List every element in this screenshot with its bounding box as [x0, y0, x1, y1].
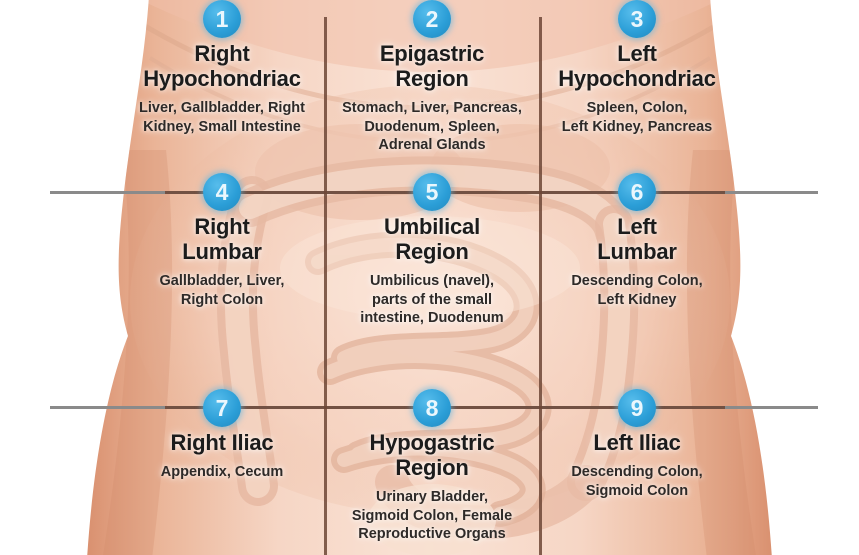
region-title: Right Hypochondriac	[97, 41, 347, 92]
region-title: Right Lumbar	[97, 214, 347, 265]
region-organs: Liver, Gallbladder, Right Kidney, Small …	[97, 99, 347, 137]
region-title: Left Lumbar	[512, 214, 762, 265]
region-organs: Descending Colon, Sigmoid Colon	[512, 463, 762, 501]
region-4-right-lumbar[interactable]: 4 Right Lumbar Gallbladder, Liver, Right…	[97, 173, 347, 309]
region-number-badge: 4	[203, 173, 241, 211]
region-title: Umbilical Region	[307, 214, 557, 265]
region-title: Right Iliac	[97, 430, 347, 456]
region-number-badge: 7	[203, 389, 241, 427]
region-organs: Spleen, Colon, Left Kidney, Pancreas	[512, 99, 762, 137]
region-number-badge: 1	[203, 0, 241, 38]
region-3-left-hypochondriac[interactable]: 3 Left Hypochondriac Spleen, Colon, Left…	[512, 0, 762, 136]
region-organs-line-1: Spleen, Colon,	[586, 99, 688, 116]
region-9-left-iliac[interactable]: 9 Left Iliac Descending Colon, Sigmoid C…	[512, 389, 762, 501]
region-title-line-2: Lumbar	[597, 238, 677, 264]
region-title-line-2: Region	[395, 65, 469, 91]
region-title-line-1: Umbilical	[383, 214, 480, 239]
region-organs: Gallbladder, Liver, Right Colon	[97, 272, 347, 310]
region-title: Epigastric Region	[307, 41, 557, 92]
region-title-line-1: Right	[194, 41, 250, 66]
region-organs: Descending Colon, Left Kidney	[512, 272, 762, 310]
region-8-hypogastric[interactable]: 8 Hypogastric Region Urinary Bladder, Si…	[307, 389, 557, 544]
region-title: Hypogastric Region	[307, 430, 557, 481]
region-organs-line-1: Stomach, Liver, Pancreas,	[342, 99, 522, 116]
region-organs-line-1: Urinary Bladder,	[375, 488, 488, 505]
region-5-umbilical[interactable]: 5 Umbilical Region Umbilicus (navel), pa…	[307, 173, 557, 328]
region-organs: Umbilicus (navel), parts of the small in…	[307, 272, 557, 329]
region-title-line-1: Left	[617, 214, 657, 239]
region-title-line-1: Right	[194, 214, 250, 239]
region-organs-line-2: Sigmoid Colon	[585, 482, 689, 499]
region-organs-line-3: Reproductive Organs	[358, 526, 506, 543]
region-6-left-lumbar[interactable]: 6 Left Lumbar Descending Colon, Left Kid…	[512, 173, 762, 309]
region-title-line-2: Region	[395, 454, 469, 480]
region-organs-line-1: Umbilicus (navel),	[369, 272, 495, 289]
region-title-line-1: Left	[617, 41, 657, 66]
region-2-epigastric[interactable]: 2 Epigastric Region Stomach, Liver, Panc…	[307, 0, 557, 155]
region-title-line-1: Right Iliac	[170, 430, 274, 455]
region-title: Left Hypochondriac	[512, 41, 762, 92]
region-title-line-1: Epigastric	[379, 41, 485, 66]
region-organs-line-2: Duodenum, Spleen,	[364, 118, 500, 135]
region-organs-line-1: Liver, Gallbladder, Right	[139, 99, 305, 116]
region-organs-line-2: Left Kidney	[597, 291, 677, 308]
region-title-line-1: Hypogastric	[369, 430, 495, 455]
left-midclavicular-vertical-line	[539, 17, 542, 555]
region-title-line-1: Left Iliac	[593, 430, 681, 455]
region-title-line-2: Region	[395, 238, 469, 264]
region-organs-line-2: Left Kidney, Pancreas	[561, 118, 713, 135]
region-organs-line-2: Right Colon	[180, 291, 264, 308]
region-organs: Urinary Bladder, Sigmoid Colon, Female R…	[307, 488, 557, 545]
region-organs-line-1: Gallbladder, Liver,	[159, 272, 285, 289]
region-organs: Appendix, Cecum	[97, 463, 347, 482]
region-7-right-iliac[interactable]: 7 Right Iliac Appendix, Cecum	[97, 389, 347, 482]
region-organs-line-2: Sigmoid Colon, Female	[351, 507, 513, 524]
region-title-line-2: Hypochondriac	[558, 65, 716, 91]
region-number-badge: 2	[413, 0, 451, 38]
region-organs-line-1: Descending Colon,	[571, 272, 703, 289]
region-number-badge: 9	[618, 389, 656, 427]
region-organs-line-3: intestine, Duodenum	[360, 310, 504, 327]
region-title: Left Iliac	[512, 430, 762, 456]
right-midclavicular-vertical-line	[324, 17, 327, 555]
region-title-line-2: Hypochondriac	[143, 65, 301, 91]
region-number-badge: 6	[618, 173, 656, 211]
region-number-badge: 3	[618, 0, 656, 38]
region-number-badge: 5	[413, 173, 451, 211]
region-organs-line-2: parts of the small	[371, 291, 493, 308]
region-number-badge: 8	[413, 389, 451, 427]
region-organs: Stomach, Liver, Pancreas, Duodenum, Sple…	[307, 99, 557, 156]
region-organs-line-2: Kidney, Small Intestine	[143, 118, 301, 135]
region-1-right-hypochondriac[interactable]: 1 Right Hypochondriac Liver, Gallbladder…	[97, 0, 347, 136]
region-title-line-2: Lumbar	[182, 238, 262, 264]
region-organs-line-1: Descending Colon,	[571, 463, 703, 480]
region-organs-line-1: Appendix, Cecum	[160, 463, 284, 480]
region-organs-line-3: Adrenal Glands	[378, 137, 486, 154]
